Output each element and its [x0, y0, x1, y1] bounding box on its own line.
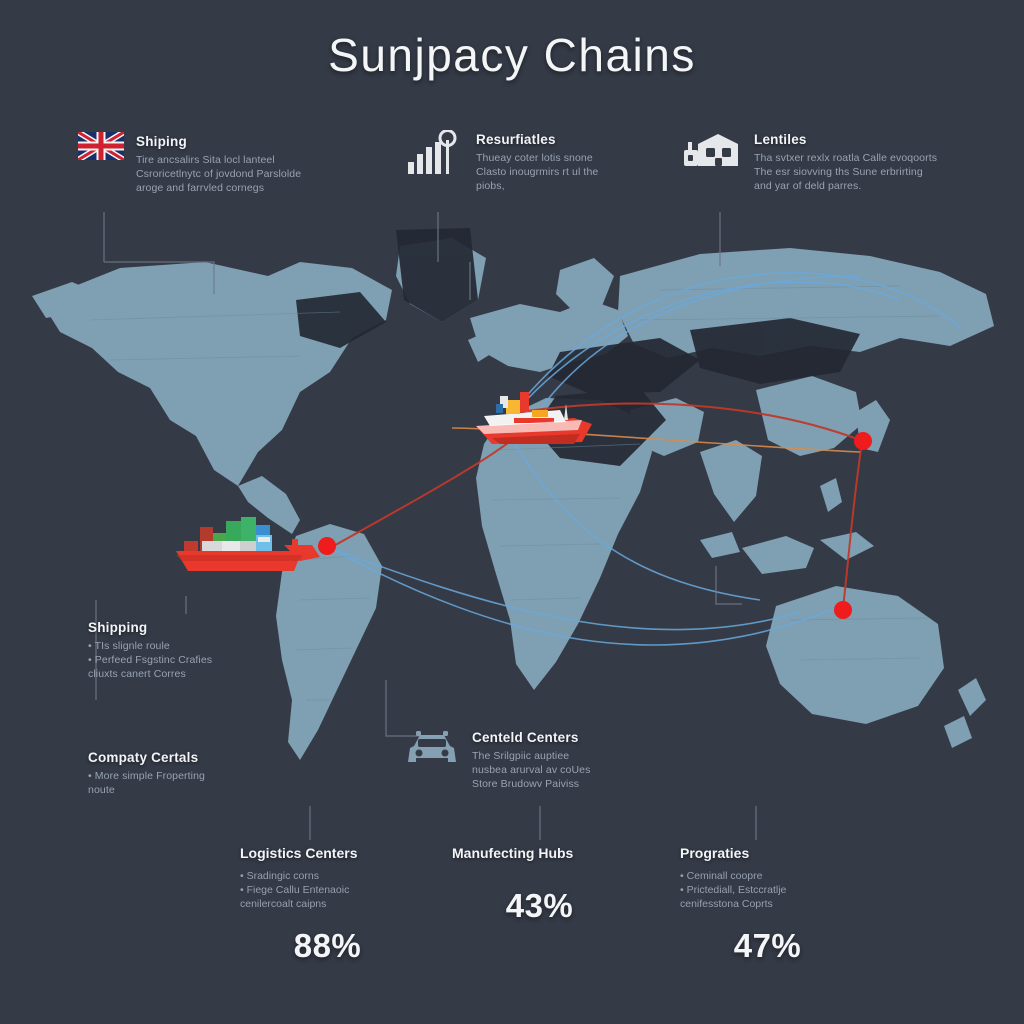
stat-line: • Sradingic corns: [240, 870, 319, 882]
landmass-group: [32, 238, 994, 760]
annotation-line: noute: [88, 784, 115, 796]
annotation-line: aroge and farrvled cornegs: [136, 182, 265, 194]
stat-prograties: Prograties • Ceminall coopre • Prictedia…: [680, 845, 855, 965]
car-icon: [404, 728, 460, 779]
annotation-body: • More simple Froperting noute: [88, 769, 205, 797]
stat-heading: Manufecting Hubs: [452, 845, 574, 861]
annotation-line: and yar of deld parres.: [754, 180, 862, 192]
stat-heading: Logistics Centers: [240, 845, 358, 861]
annotation-resurfiatles-top-center: Resurfiatles Thueay coter lotis snone Cl…: [408, 129, 598, 193]
annotation-line: • TIs slignle roule: [88, 640, 170, 652]
annotation-heading: Resurfiatles: [476, 132, 556, 147]
bar-chart-icon: [408, 129, 464, 181]
annotation-centeld-centers: Centeld Centers The Srilgpiic auptiee nu…: [404, 728, 590, 791]
stat-body: • Ceminall coopre • Prictediall, Estccra…: [680, 869, 850, 911]
stat-logistics-centers: Logistics Centers • Sradingic corns • Fi…: [240, 845, 415, 965]
stat-manufecting-hubs: Manufecting Hubs 43%: [452, 845, 627, 925]
annotation-lentiles-top-right: Lentiles Tha svtxer rexlx roatla Calle e…: [682, 130, 937, 193]
stat-line: • Ceminall coopre: [680, 870, 763, 882]
annotation-body: The Srilgpiic auptiee nusbea arurval av …: [472, 749, 590, 791]
annotation-line: nusbea arurval av coUes: [472, 764, 591, 776]
stat-percent: 43%: [505, 887, 574, 924]
annotation-heading: Shipping: [88, 620, 148, 635]
annotation-line: Clasto inougrmirs rt ul the: [476, 166, 599, 178]
map-markers: [318, 432, 872, 619]
annotation-line: Tire ancsalirs Sita locl lanteel: [136, 154, 275, 166]
annotation-line: cliuxts canert Corres: [88, 668, 186, 680]
marker-japan: [854, 432, 872, 450]
annotation-body: • TIs slignle roule • Perfeed Fsgstinc C…: [88, 639, 212, 681]
annotation-line: Store Brudowv Paiviss: [472, 778, 580, 790]
annotation-shipping-mid-left: Shipping • TIs slignle roule • Perfeed F…: [88, 620, 212, 681]
stat-percent: 47%: [733, 927, 802, 964]
route-blue-group: [329, 272, 963, 646]
stat-heading: Prograties: [680, 845, 750, 861]
annotation-line: piobs,: [476, 180, 505, 192]
stat-line: • Prictediall, Estccratlje: [680, 884, 787, 896]
map-shading: [296, 228, 860, 466]
annotation-line: Tha svtxer rexlx roatla Calle evoqoorts: [754, 152, 938, 164]
annotation-body: Tire ancsalirs Sita locl lanteel Csroric…: [136, 153, 301, 195]
stat-percent: 88%: [293, 927, 362, 964]
annotation-line: The esr siovving ths Sune erbrirting: [754, 166, 923, 178]
annotation-line: Csroricetlnytc of jovdond Parslolde: [136, 168, 302, 180]
container-ship-atlantic: [176, 517, 320, 571]
stat-line: cenilercoalt caipns: [240, 898, 327, 910]
annotation-heading: Compaty Certals: [88, 750, 199, 765]
annotation-heading: Lentiles: [754, 132, 807, 147]
stat-body: • Sradingic corns • Fiege Callu Entenaoi…: [240, 869, 410, 911]
annotation-compaty-certals: Compaty Certals • More simple Froperting…: [88, 750, 205, 797]
stat-line: cenifesstona Coprts: [680, 898, 773, 910]
annotation-line: • More simple Froperting: [88, 770, 205, 782]
annotation-heading: Shiping: [136, 134, 187, 149]
annotation-body: Thueay coter lotis snone Clasto inougrmi…: [476, 151, 598, 193]
uk-flag-icon: [76, 129, 126, 165]
cargo-ship-europe: [476, 392, 592, 444]
annotation-line: Thueay coter lotis snone: [476, 152, 593, 164]
marker-australia: [834, 601, 852, 619]
annotation-body: Tha svtxer rexlx roatla Calle evoqoorts …: [754, 151, 937, 193]
annotation-line: • Perfeed Fsgstinc Crafies: [88, 654, 213, 666]
truck-warehouse-icon: [682, 130, 742, 181]
annotation-line: The Srilgpiic auptiee: [472, 750, 570, 762]
stat-line: • Fiege Callu Entenaoic: [240, 884, 350, 896]
annotation-heading: Centeld Centers: [472, 730, 579, 745]
annotation-shipping-top-left: Shiping Tire ancsalirs Sita locl lanteel…: [76, 129, 301, 195]
page-title: Sunjpacy Chains: [328, 29, 696, 81]
marker-south-america: [318, 537, 336, 555]
